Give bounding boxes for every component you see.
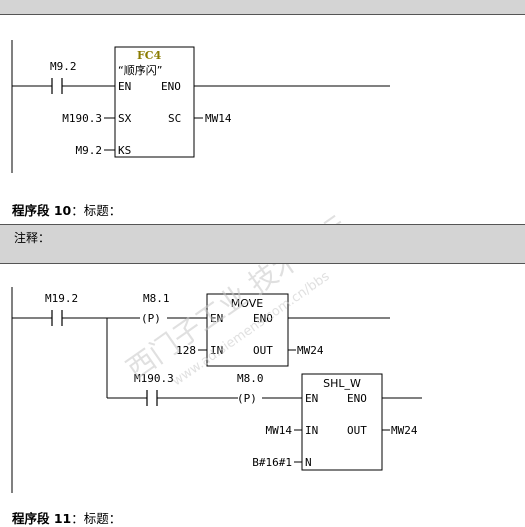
shl-n-value[interactable]: B#16#1 xyxy=(252,456,292,469)
network-10-comment-box[interactable]: 注释： xyxy=(0,224,525,264)
p-coil-m8-1[interactable]: (P) xyxy=(141,312,161,325)
contact-label-m19-2[interactable]: M19.2 xyxy=(45,292,78,305)
network-10-number: 10 xyxy=(53,203,72,218)
fc4-pin-sx: SX xyxy=(118,112,132,125)
contact-label-m190-3[interactable]: M190.3 xyxy=(134,372,174,385)
move-block-title[interactable]: MOVE xyxy=(231,297,263,310)
shl-pin-en: EN xyxy=(305,392,318,405)
comment-label: 注释： xyxy=(14,231,51,245)
fc4-pin-eno: ENO xyxy=(161,80,181,93)
network-11-number: 11 xyxy=(53,511,72,526)
network-11-suffix: ：标题： xyxy=(71,511,122,526)
fc4-pin-sc: SC xyxy=(168,112,181,125)
coil-label-m8-1[interactable]: M8.1 xyxy=(143,292,170,305)
contact-label-m9-2[interactable]: M9.2 xyxy=(50,60,77,73)
move-pin-out: OUT xyxy=(253,344,273,357)
shl-output-value[interactable]: MW24 xyxy=(391,424,418,437)
p-coil-m8-0[interactable]: (P) xyxy=(237,392,257,405)
move-pin-en: EN xyxy=(210,312,223,325)
fc4-pin-ks: KS xyxy=(118,144,131,157)
fc4-input-ks[interactable]: M9.2 xyxy=(76,144,103,157)
coil-label-m8-0[interactable]: M8.0 xyxy=(237,372,264,385)
network-10-suffix: ：标题： xyxy=(71,203,122,218)
fc4-output-sc[interactable]: MW14 xyxy=(205,112,232,125)
network-10-title[interactable]: 程序段 10：标题： xyxy=(12,200,121,219)
move-output-value[interactable]: MW24 xyxy=(297,344,324,357)
move-block-box xyxy=(206,293,289,367)
shl-pin-eno: ENO xyxy=(347,392,367,405)
fc4-input-sx[interactable]: M190.3 xyxy=(62,112,102,125)
fc4-block-name: “顺序闪” xyxy=(118,63,162,77)
shl-block-box xyxy=(301,373,383,471)
network-11-title[interactable]: 程序段 11：标题： xyxy=(12,508,121,527)
fc4-block-box xyxy=(114,46,195,158)
move-input-value[interactable]: 128 xyxy=(176,344,196,357)
shl-block-title[interactable]: SHL_W xyxy=(323,377,361,390)
previous-comment-band xyxy=(0,0,525,15)
network-10-prefix: 程序段 xyxy=(12,203,54,218)
shl-input-value[interactable]: MW14 xyxy=(266,424,293,437)
shl-pin-in: IN xyxy=(305,424,318,437)
network-11-prefix: 程序段 xyxy=(12,511,54,526)
move-pin-in: IN xyxy=(210,344,223,357)
fc4-pin-en: EN xyxy=(118,80,131,93)
move-pin-eno: ENO xyxy=(253,312,273,325)
fc4-block-id[interactable]: FC4 xyxy=(137,49,162,62)
shl-pin-n: N xyxy=(305,456,312,469)
shl-pin-out: OUT xyxy=(347,424,367,437)
